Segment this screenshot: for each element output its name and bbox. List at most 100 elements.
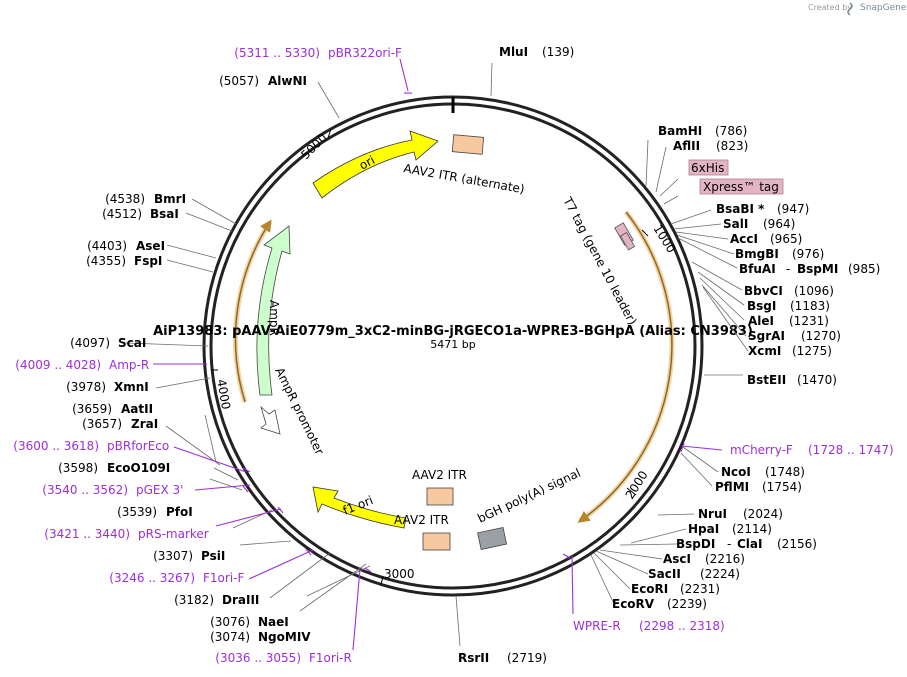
site-naei[interactable]: NaeI xyxy=(258,615,289,629)
site-ngomiv[interactable]: NgoMIV xyxy=(258,630,311,644)
site-ncoi[interactable]: NcoI xyxy=(721,465,751,479)
cds-arrow-right xyxy=(577,211,673,523)
site-bspdi-pos: (2156) xyxy=(777,537,817,551)
site-draiii[interactable]: DraIII xyxy=(222,593,259,607)
site-pfoi[interactable]: PfoI xyxy=(166,505,193,519)
site-asci[interactable]: AscI xyxy=(663,552,691,566)
itr-alternate-label: AAV2 ITR (alternate) xyxy=(402,161,525,196)
site-acci-pos: (965) xyxy=(770,232,802,246)
site-bfuai[interactable]: BfuAI xyxy=(739,262,776,276)
site-bbvci[interactable]: BbvCI xyxy=(744,284,783,298)
xpress-tag-box xyxy=(699,178,784,195)
site-bbvci-pos: (1096) xyxy=(794,284,834,298)
xpress-tag-label: Xpress™ tag xyxy=(703,180,779,194)
primer-pgex[interactable]: pGEX 3' xyxy=(136,483,183,497)
site-ecorv[interactable]: EcoRV xyxy=(612,597,655,611)
tick-1000-mark xyxy=(641,229,649,237)
primer-mcherry[interactable]: mCherry-F xyxy=(730,443,793,457)
site-bsgi-pos: (1183) xyxy=(790,299,830,313)
site-bspmi[interactable]: BspMI xyxy=(797,262,838,276)
site-bmgbi[interactable]: BmgBI xyxy=(735,247,779,261)
site-bspdi-sep: - xyxy=(727,537,731,551)
site-zrai[interactable]: ZraI xyxy=(131,417,158,431)
site-bspdi[interactable]: BspDI xyxy=(676,537,715,551)
site-asei-pos: (4403) xyxy=(87,239,127,253)
site-ecoo109i[interactable]: EcoO109I xyxy=(107,461,170,475)
site-sacii[interactable]: SacII xyxy=(648,567,681,581)
site-psii[interactable]: PsiI xyxy=(201,549,225,563)
site-bsteii-pos: (1470) xyxy=(797,373,837,387)
primer-f1orif-pos: (3246 .. 3267) xyxy=(109,571,195,585)
site-bfuai-sep: - xyxy=(786,262,790,276)
site-fspi[interactable]: FspI xyxy=(134,254,162,268)
tick-1000: 1000 xyxy=(650,222,678,255)
primer-ampr[interactable]: Amp-R xyxy=(109,358,149,372)
tick-5000-mark xyxy=(327,128,332,139)
site-acci[interactable]: AccI xyxy=(730,232,758,246)
site-ngomiv-pos: (3074) xyxy=(210,630,250,644)
itr-left-feature xyxy=(426,487,454,506)
f1-ori-feature xyxy=(312,486,407,529)
created-by-text: Created by xyxy=(808,3,852,12)
site-naei-pos: (3076) xyxy=(210,615,250,629)
primer-wpre[interactable]: WPRE-R xyxy=(573,619,621,633)
primer-prsmarker[interactable]: pRS-marker xyxy=(138,527,209,541)
site-zrai-pos: (3657) xyxy=(82,417,122,431)
site-bsgi[interactable]: BsgI xyxy=(747,299,776,313)
site-xmni-pos: (3978) xyxy=(66,380,106,394)
primer-f1orir-pos: (3036 .. 3055) xyxy=(215,651,301,665)
site-sali[interactable]: SalI xyxy=(723,217,748,231)
site-bsabi[interactable]: BsaBI * xyxy=(716,202,765,216)
site-xcmi[interactable]: XcmI xyxy=(748,344,781,358)
site-aflii[interactable]: AflII xyxy=(673,139,700,153)
primer-mcherry-pos: (1728 .. 1747) xyxy=(808,443,894,457)
site-bsai[interactable]: BsaI xyxy=(150,207,179,221)
primer-f1orif[interactable]: F1ori-F xyxy=(203,571,244,585)
site-aflii-pos: (823) xyxy=(716,139,748,153)
tick-3000-mark xyxy=(380,575,384,586)
site-ecoo109i-pos: (3598) xyxy=(58,461,98,475)
site-sgrai[interactable]: SgrAI xyxy=(748,329,785,343)
itr-left-label: AAV2 ITR xyxy=(412,468,467,482)
ori-feature xyxy=(312,130,439,199)
primer-pbr322[interactable]: pBR322ori-F xyxy=(328,46,402,60)
ampr-label: AmpR xyxy=(267,300,281,336)
site-aatii[interactable]: AatII xyxy=(121,402,153,416)
site-xmni[interactable]: XmnI xyxy=(114,380,149,394)
ori-label: ori xyxy=(357,153,377,173)
site-clai[interactable]: ClaI xyxy=(737,537,762,551)
site-alei[interactable]: AleI xyxy=(748,314,774,328)
site-ecori[interactable]: EcoRI xyxy=(631,582,668,596)
site-bamhi[interactable]: BamHI xyxy=(658,124,702,138)
tick-4000: 4000 xyxy=(214,378,233,411)
site-scai[interactable]: ScaI xyxy=(118,336,146,350)
site-alwni-pos: (5057) xyxy=(219,74,259,88)
site-mlui[interactable]: MluI xyxy=(499,45,528,59)
site-hpai[interactable]: HpaI xyxy=(688,522,719,536)
site-alei-pos: (1231) xyxy=(789,314,829,328)
site-alwni[interactable]: AlwNI xyxy=(268,74,307,88)
site-xcmi-pos: (1275) xyxy=(792,344,832,358)
tag-feature-2 xyxy=(619,232,636,251)
primer-pbrfor[interactable]: pBRforEco xyxy=(107,439,169,453)
site-fspi-pos: (4355) xyxy=(86,254,126,268)
his-tag-label: 6xHis xyxy=(691,161,724,175)
itr-right-feature xyxy=(422,532,451,551)
site-bsteii[interactable]: BstEII xyxy=(747,373,786,387)
site-psii-pos: (3307) xyxy=(153,549,193,563)
site-nrui[interactable]: NruI xyxy=(698,507,727,521)
site-bsai-pos: (4512) xyxy=(102,207,142,221)
site-rsrii[interactable]: RsrII xyxy=(458,651,489,665)
site-asei[interactable]: AseI xyxy=(136,239,165,253)
snapgene-logo-icon xyxy=(847,2,853,16)
tick-2000-mark xyxy=(626,487,637,496)
site-bmri[interactable]: BmrI xyxy=(154,192,186,206)
site-nrui-pos: (2024) xyxy=(743,507,783,521)
site-sali-pos: (964) xyxy=(763,217,795,231)
site-pflmi[interactable]: PflMI xyxy=(715,480,749,494)
primer-wpre-pos: (2298 .. 2318) xyxy=(639,619,725,633)
primer-f1orir[interactable]: F1ori-R xyxy=(309,651,352,665)
site-ecorv-pos: (2239) xyxy=(667,597,707,611)
tick-5000: 5000 xyxy=(298,131,329,162)
